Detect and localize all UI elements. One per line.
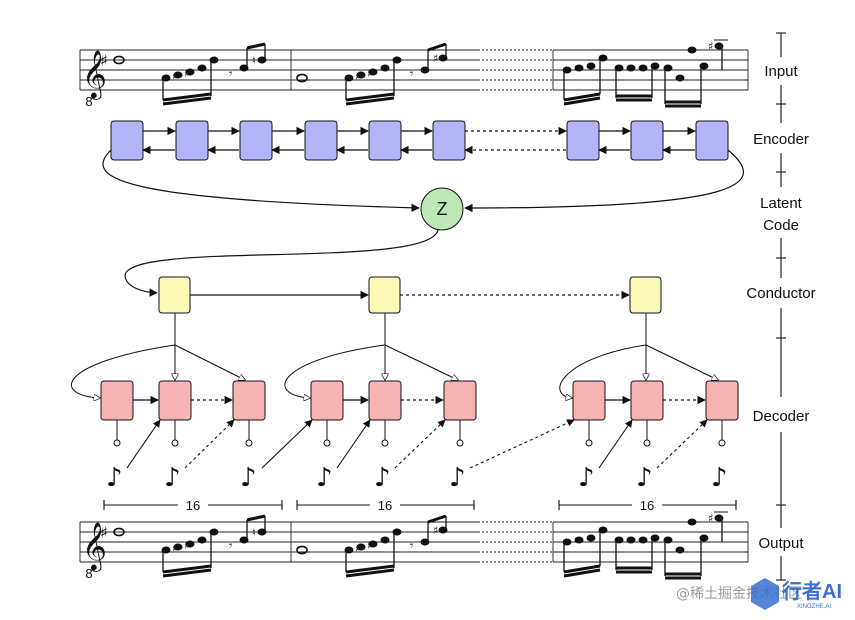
svg-text:♮: ♮: [252, 526, 256, 539]
svg-text:♯: ♯: [433, 52, 438, 65]
clef-octave-label: 8: [85, 566, 92, 581]
eighth-note-icon: ♪: [636, 463, 653, 493]
watermark: @稀土掘金技术社区 行者AI XINGZHE.AI: [676, 578, 842, 610]
treble-clef-icon: 𝄞: [82, 521, 107, 572]
encoder-cell: [695, 120, 729, 161]
decoder-layer: ♪ ♪ ♪ ♪ ♪ ♪ ♪ ♪ ♪ 16 16 16: [71, 313, 739, 513]
svg-text:♯: ♯: [367, 539, 372, 552]
svg-text:♯: ♯: [708, 512, 713, 525]
eighth-note-icon: ♪: [711, 463, 728, 493]
eighth-note-icon: ♪: [106, 463, 123, 493]
output-staff: 𝄞 8 ♯ ♯ ♯ 𝄾 ♮: [79, 511, 749, 581]
eighth-note-icon: ♪: [316, 463, 333, 493]
decoder-cell: [630, 380, 664, 421]
eighth-note-icon: ♪: [374, 463, 391, 493]
latent-node-label: Z: [437, 199, 448, 219]
encoder-cell: [368, 120, 402, 161]
conductor-cell: [158, 276, 191, 314]
decoder-cell: [310, 380, 344, 421]
stage-label-encoder: Encoder: [753, 131, 809, 148]
stage-label-output: Output: [758, 535, 804, 552]
svg-text:♯: ♯: [172, 70, 177, 83]
eighth-note-icon: ♪: [240, 463, 257, 493]
svg-text:𝄾: 𝄾: [229, 67, 233, 82]
decoder-cell: [705, 380, 739, 421]
stage-label-conductor: Conductor: [746, 285, 815, 302]
input-staff: 𝄞 8 ♯ ♯ ♯ 𝄾 ♮: [79, 39, 749, 109]
sharp-icon: ♯: [100, 51, 108, 70]
span-count: 16: [378, 498, 392, 513]
encoder-cell: [239, 120, 273, 161]
decoder-cell: [158, 380, 192, 421]
svg-text:𝄾: 𝄾: [410, 67, 414, 82]
svg-text:𝄾: 𝄾: [410, 539, 414, 554]
decoder-cell: [100, 380, 134, 421]
sharp-icon: ♯: [100, 523, 108, 542]
encoder-cell: [110, 120, 144, 161]
stage-label-code: Code: [763, 217, 799, 234]
decoder-cell: [368, 380, 402, 421]
svg-text:♯: ♯: [708, 40, 713, 53]
encoder-cell: [630, 120, 664, 161]
watermark-brand: 行者AI: [781, 579, 842, 603]
svg-text:♯: ♯: [184, 67, 189, 80]
decoder-cell: [232, 380, 266, 421]
svg-text:♯: ♯: [172, 542, 177, 555]
encoder-layer: [102, 120, 744, 213]
stage-label-latent: Latent: [760, 195, 803, 212]
conductor-layer: [158, 276, 662, 314]
svg-text:♯: ♯: [367, 67, 372, 80]
encoder-cell: [432, 120, 466, 161]
watermark-brand-sub: XINGZHE.AI: [797, 604, 831, 610]
latent-node: Z: [420, 187, 464, 231]
stage-label-ruler: [776, 32, 786, 581]
encoder-cell: [175, 120, 209, 161]
watermark-logo-icon: [751, 578, 779, 610]
decoder-cell: [572, 380, 606, 421]
eighth-note-icon: ♪: [578, 463, 595, 493]
clef-octave-label: 8: [85, 94, 92, 109]
decoder-cell: [443, 380, 477, 421]
conductor-cell: [368, 276, 401, 314]
conductor-cell: [629, 276, 662, 314]
svg-text:𝄾: 𝄾: [229, 539, 233, 554]
svg-text:♯: ♯: [184, 539, 189, 552]
treble-clef-icon: 𝄞: [82, 49, 107, 100]
eighth-note-icon: ♪: [164, 463, 181, 493]
encoder-cell: [566, 120, 600, 161]
svg-text:♯: ♯: [355, 542, 360, 555]
svg-text:♯: ♯: [433, 524, 438, 537]
encoder-cell: [304, 120, 338, 161]
stage-label-decoder: Decoder: [753, 408, 810, 425]
span-count: 16: [186, 498, 200, 513]
span-count: 16: [640, 498, 654, 513]
eighth-note-icon: ♪: [449, 463, 466, 493]
stage-label-input: Input: [764, 63, 798, 80]
svg-text:♮: ♮: [252, 54, 256, 67]
svg-text:♯: ♯: [355, 70, 360, 83]
